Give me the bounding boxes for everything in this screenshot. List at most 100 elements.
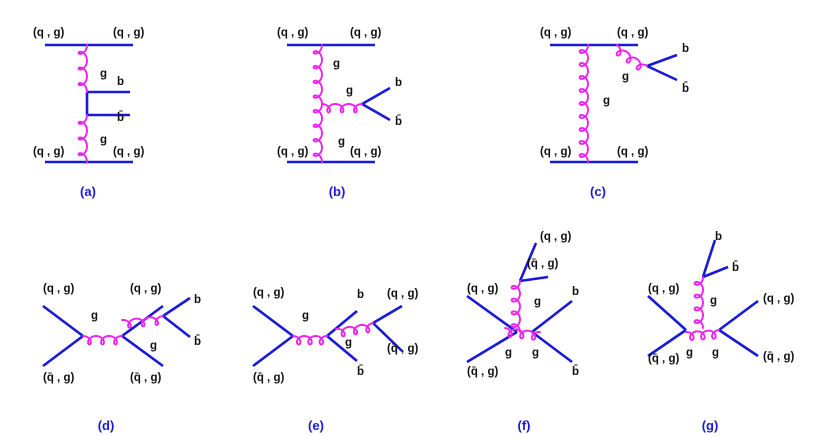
particle-label: (q̄ , g) bbox=[387, 343, 418, 355]
particle-label: (q , g) bbox=[130, 283, 161, 295]
particle-label: g bbox=[622, 71, 629, 83]
quark-line bbox=[701, 239, 717, 278]
particle-label: g bbox=[338, 136, 345, 148]
diagram-caption: (a) bbox=[80, 184, 96, 199]
particle-label: (q̄ , g) bbox=[763, 351, 794, 363]
quark-line bbox=[531, 330, 573, 364]
particle-label: (q̄ , g) bbox=[130, 372, 161, 384]
quark-line bbox=[42, 334, 84, 368]
diagram-caption: (c) bbox=[590, 184, 606, 199]
particle-label: (q , g) bbox=[648, 283, 679, 295]
quark-line bbox=[531, 299, 573, 334]
gluon-line bbox=[510, 280, 521, 333]
particle-label: b̄ bbox=[682, 83, 689, 95]
quark-line bbox=[518, 242, 538, 282]
gluon-line bbox=[312, 44, 323, 105]
particle-label: (q , g) bbox=[350, 146, 381, 158]
particle-label: b̄ bbox=[572, 366, 579, 378]
particle-label: b̄ bbox=[117, 112, 124, 124]
particle-label: (q , g) bbox=[540, 146, 571, 158]
quark-line bbox=[646, 64, 678, 82]
diagram-caption: (e) bbox=[308, 418, 324, 433]
particle-label: (q , g) bbox=[540, 231, 571, 243]
quark-line bbox=[121, 334, 164, 368]
gluon-line bbox=[82, 335, 123, 346]
gluon-line bbox=[292, 335, 328, 346]
particle-label: (q̄ , g) bbox=[527, 258, 558, 270]
particle-label: b bbox=[357, 289, 364, 301]
particle-label: (q , g) bbox=[540, 27, 571, 39]
quark-line bbox=[372, 304, 403, 325]
particle-label: (q̄ , g) bbox=[253, 372, 284, 384]
particle-label: b̄ bbox=[357, 366, 364, 378]
particle-label: (q , g) bbox=[617, 27, 648, 39]
particle-label: (q̄ , g) bbox=[648, 353, 679, 365]
particle-label: g bbox=[333, 58, 340, 70]
particle-label: g bbox=[302, 310, 309, 322]
quark-line bbox=[647, 328, 687, 358]
particle-label: b̄ bbox=[732, 262, 739, 274]
particle-label: g bbox=[505, 347, 512, 359]
particle-label: g bbox=[91, 310, 98, 322]
quark-line bbox=[162, 296, 191, 318]
particle-label: g bbox=[534, 296, 541, 308]
quark-line bbox=[326, 310, 358, 337]
particle-label: (q̄ , g) bbox=[467, 366, 498, 378]
quark-line bbox=[162, 314, 191, 339]
quark-line bbox=[252, 334, 294, 368]
gluon-line bbox=[321, 103, 363, 114]
quark-line bbox=[702, 265, 729, 279]
gluon-line bbox=[615, 44, 648, 71]
gluon-line bbox=[312, 103, 323, 163]
particle-label: (q , g) bbox=[277, 27, 308, 39]
particle-label: b bbox=[572, 286, 579, 298]
particle-label: (q , g) bbox=[387, 288, 418, 300]
particle-label: (q , g) bbox=[43, 283, 74, 295]
quark-line bbox=[361, 86, 391, 106]
particle-label: b̄ bbox=[194, 336, 201, 348]
gluon-line bbox=[77, 114, 88, 163]
quark-line bbox=[519, 275, 549, 283]
quark-line bbox=[647, 295, 687, 331]
particle-label: (q , g) bbox=[763, 293, 794, 305]
particle-label: g bbox=[345, 337, 352, 349]
diagram-caption: (d) bbox=[98, 418, 115, 433]
particle-label: g bbox=[100, 134, 107, 146]
quark-line bbox=[646, 53, 678, 68]
particle-label: b bbox=[395, 77, 402, 89]
quark-line bbox=[42, 304, 84, 338]
quark-line bbox=[326, 335, 358, 362]
particle-label: g bbox=[710, 295, 717, 307]
particle-label: g bbox=[686, 347, 693, 359]
particle-label: g bbox=[603, 95, 610, 107]
quark-line bbox=[252, 304, 294, 338]
diagram-caption: (b) bbox=[329, 184, 346, 199]
particle-label: (q , g) bbox=[33, 27, 64, 39]
particle-label: g bbox=[346, 85, 353, 97]
quark-line bbox=[718, 299, 759, 332]
particle-label: (q , g) bbox=[113, 27, 144, 39]
particle-label: g bbox=[532, 347, 539, 359]
quark-line bbox=[466, 294, 518, 334]
particle-label: (q , g) bbox=[33, 146, 64, 158]
particle-label: (q , g) bbox=[253, 287, 284, 299]
quark-line bbox=[372, 322, 403, 352]
particle-label: b bbox=[117, 76, 124, 88]
gluon-line bbox=[578, 44, 589, 163]
particle-label: g bbox=[100, 68, 107, 80]
particle-label: (q , g) bbox=[617, 146, 648, 158]
quark-line bbox=[361, 102, 391, 122]
particle-label: b̄ bbox=[395, 116, 402, 128]
particle-label: (q̄ , g) bbox=[43, 372, 74, 384]
gluon-line bbox=[121, 315, 164, 329]
gluon-line bbox=[693, 276, 704, 329]
particle-label: (q , g) bbox=[350, 27, 381, 39]
particle-label: b bbox=[194, 294, 201, 306]
gluon-line bbox=[685, 329, 720, 341]
particle-label: (q , g) bbox=[277, 146, 308, 158]
particle-label: b bbox=[715, 231, 722, 243]
particle-label: g bbox=[150, 340, 157, 352]
diagram-caption: (f) bbox=[518, 418, 531, 433]
gluon-line bbox=[335, 322, 374, 338]
